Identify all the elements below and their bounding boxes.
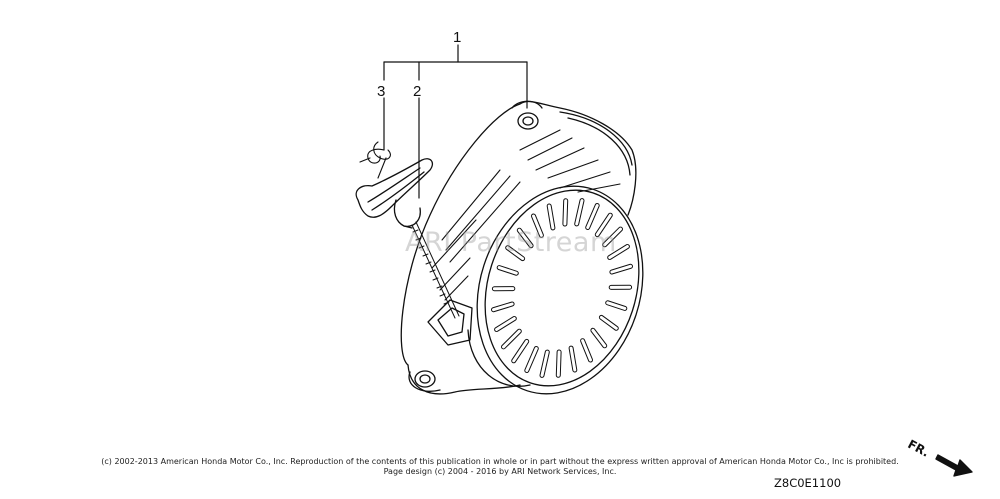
starter-rope bbox=[411, 221, 460, 319]
vent-slot-inner bbox=[563, 199, 568, 226]
vent-slot-inner bbox=[540, 350, 549, 377]
direction-arrow-icon bbox=[935, 454, 973, 477]
vent-slot-inner bbox=[569, 346, 577, 372]
callout-1[interactable]: 1 bbox=[453, 29, 462, 46]
vent-slot-inner bbox=[610, 264, 632, 274]
vent-slot-inner bbox=[595, 213, 612, 237]
vent-slot-inner bbox=[591, 328, 607, 348]
callout-3[interactable]: 3 bbox=[377, 83, 386, 100]
vent-slot-inner bbox=[586, 204, 599, 229]
vent-slot-inner bbox=[525, 347, 538, 372]
vent-slot-inner bbox=[492, 302, 514, 312]
watermark: ARI PartStream bbox=[405, 227, 617, 258]
vent-slot-inner bbox=[517, 228, 533, 248]
vent-slot-inner bbox=[532, 214, 543, 237]
diagram-code: Z8C0E1100 bbox=[774, 476, 842, 490]
rope-guide bbox=[427, 299, 473, 346]
vent-slot-inner bbox=[502, 329, 521, 349]
vent-slot-inner bbox=[603, 227, 622, 247]
vent-slot-inner bbox=[495, 317, 516, 331]
vent-slot-inner bbox=[497, 266, 518, 275]
vent-slot-inner bbox=[547, 204, 555, 230]
starter-cover-disk bbox=[467, 185, 644, 395]
vent-slot-inner bbox=[581, 339, 592, 362]
vent-slot-inner bbox=[512, 339, 529, 363]
callout-2[interactable]: 2 bbox=[413, 83, 422, 100]
starter-case bbox=[400, 100, 637, 395]
vent-slot-inner bbox=[556, 350, 561, 377]
copyright-line-1: (c) 2002-2013 American Honda Motor Co., … bbox=[101, 457, 899, 466]
vent-slot-inner bbox=[606, 301, 627, 310]
callout-leaders bbox=[383, 44, 528, 199]
copyright-notice: (c) 2002-2013 American Honda Motor Co., … bbox=[0, 457, 1000, 477]
vent-slot-inner bbox=[608, 245, 629, 259]
vent-slot-inner bbox=[506, 246, 525, 261]
shell-ribs bbox=[431, 129, 621, 301]
copyright-line-2: Page design (c) 2004 - 2016 by ARI Netwo… bbox=[383, 467, 617, 476]
rope-knot bbox=[359, 141, 391, 179]
vent-slot-inner bbox=[575, 199, 584, 226]
vent-slots bbox=[491, 198, 633, 378]
starter-grip-handle bbox=[355, 158, 434, 229]
vent-slot-inner bbox=[599, 315, 618, 330]
